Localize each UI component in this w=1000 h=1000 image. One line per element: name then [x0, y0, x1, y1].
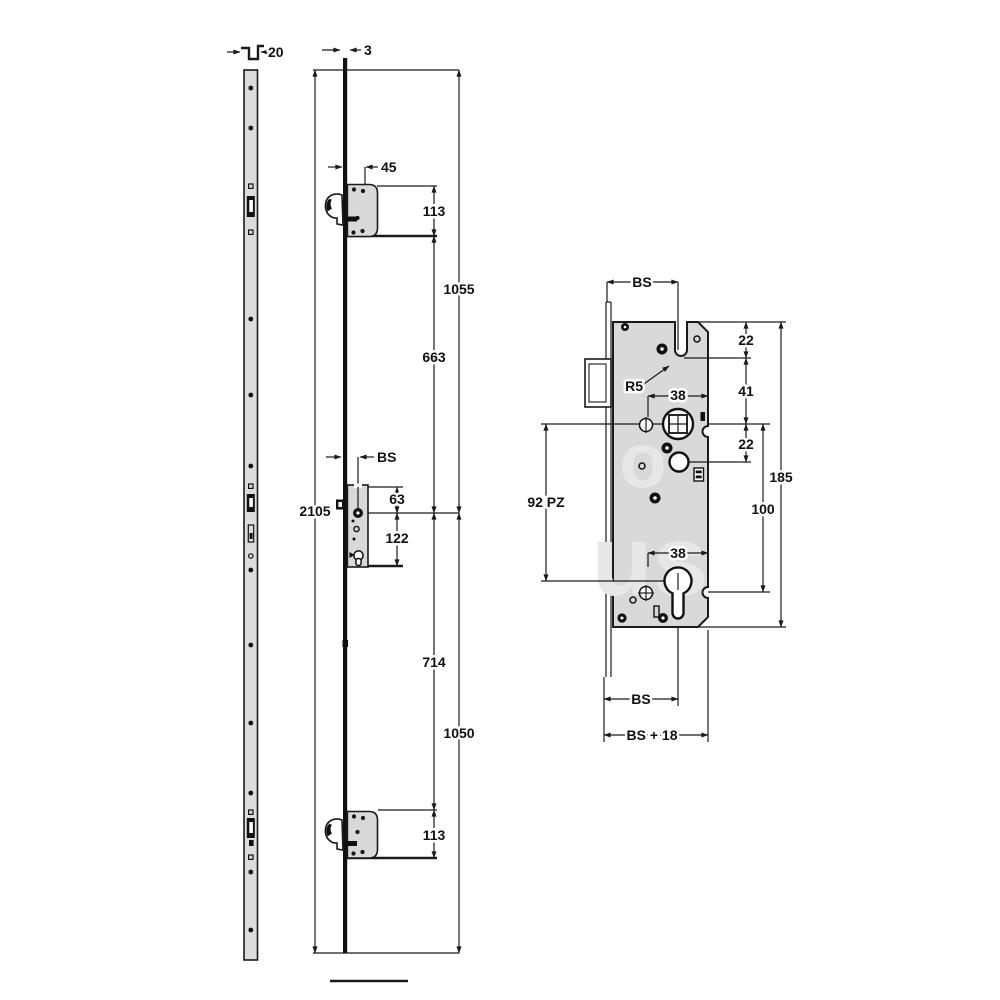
centre-gear-case — [336, 483, 369, 568]
lower-hook-beak — [326, 824, 332, 837]
dim-label-slot-radius: R5 — [625, 378, 643, 394]
strip-keeper-pockets — [246, 196, 255, 846]
dim-label-top-to-centre: 1055 — [443, 281, 474, 297]
dim-label-centre-upper: 63 — [389, 491, 405, 507]
dim-label-upper-case: 113 — [423, 203, 446, 219]
centre-pigtail-detail — [353, 525, 360, 533]
faceplate-fixing-mark — [342, 640, 348, 647]
euro-cylinder-hole — [663, 566, 693, 620]
dim-label-handle-to-cylinder: 92 PZ — [527, 494, 565, 510]
follower-fixing-screw — [638, 417, 654, 433]
dim-label-lower-case: 113 — [423, 827, 446, 843]
dim-label-hook-offset: 45 — [381, 159, 397, 175]
lock-faceplate — [343, 58, 348, 953]
upper-hook-beak — [326, 199, 332, 212]
handle-follower-hub — [661, 407, 695, 441]
dim-label-backset-main: BS — [377, 449, 396, 465]
dim-label-backset-top: BS — [632, 274, 651, 290]
keeper-strip-body — [243, 69, 259, 961]
main-dimension-lines — [312, 69, 462, 954]
strip-square-openings — [248, 183, 254, 861]
hatch-plate-icon — [693, 467, 705, 482]
dim-label-case-height: 185 — [769, 469, 793, 485]
strip-fixing-holes — [248, 85, 254, 933]
follower-slot-notch — [354, 483, 362, 489]
strip-profile-section — [241, 44, 264, 61]
dim-label-slot-to-follower: 41 — [738, 383, 754, 399]
detail-latch-bolt — [584, 358, 612, 408]
dim-label-follower-slot-width: 38 — [670, 387, 686, 403]
keeper-strip-view: 20 — [227, 42, 286, 961]
main-connector-lines — [313, 69, 459, 983]
dim-label-centre-to-lower: 714 — [422, 654, 446, 670]
dim-label-plate-projection: BS + 18 — [627, 727, 678, 743]
dim-label-strip-width: 20 — [268, 44, 284, 60]
hook-pivot-bar — [337, 841, 357, 846]
dim-label-follower-to-pin: 22 — [738, 436, 754, 452]
dim-label-cylinder-slot-width: 38 — [670, 545, 686, 561]
detail-case-internals — [617, 323, 705, 623]
main-lock-view: 3 45 BS — [297, 40, 477, 983]
dim-label-edge-to-slot: 22 — [738, 332, 754, 348]
dim-label-upper-to-centre: 663 — [422, 349, 446, 365]
case-detail-view: o us — [525, 272, 796, 746]
hook-pivot-bar — [337, 216, 357, 222]
dim-label-backset-bottom: BS — [631, 691, 650, 707]
detail-dimension-lines — [543, 279, 784, 738]
dim-faceplate-thickness: 3 — [322, 40, 375, 61]
dim-label-follower-to-notch: 100 — [751, 501, 775, 517]
dim-label-centre-to-bottom: 1050 — [443, 725, 474, 741]
lower-hook-case — [324, 810, 379, 859]
watermark-text: us — [592, 505, 709, 617]
deadbolt-pin-hole — [668, 451, 690, 473]
upper-hook-case — [324, 183, 379, 238]
cylinder-fixing-screw — [638, 585, 654, 601]
centre-arrow-mark — [349, 552, 355, 558]
radius-leader-line — [640, 365, 670, 387]
dim-hook-offset: 45 — [328, 157, 399, 190]
dim-label-overall: 2105 — [299, 503, 330, 519]
dim-label-thickness: 3 — [364, 42, 372, 58]
dim-label-centre-lower: 122 — [385, 530, 409, 546]
